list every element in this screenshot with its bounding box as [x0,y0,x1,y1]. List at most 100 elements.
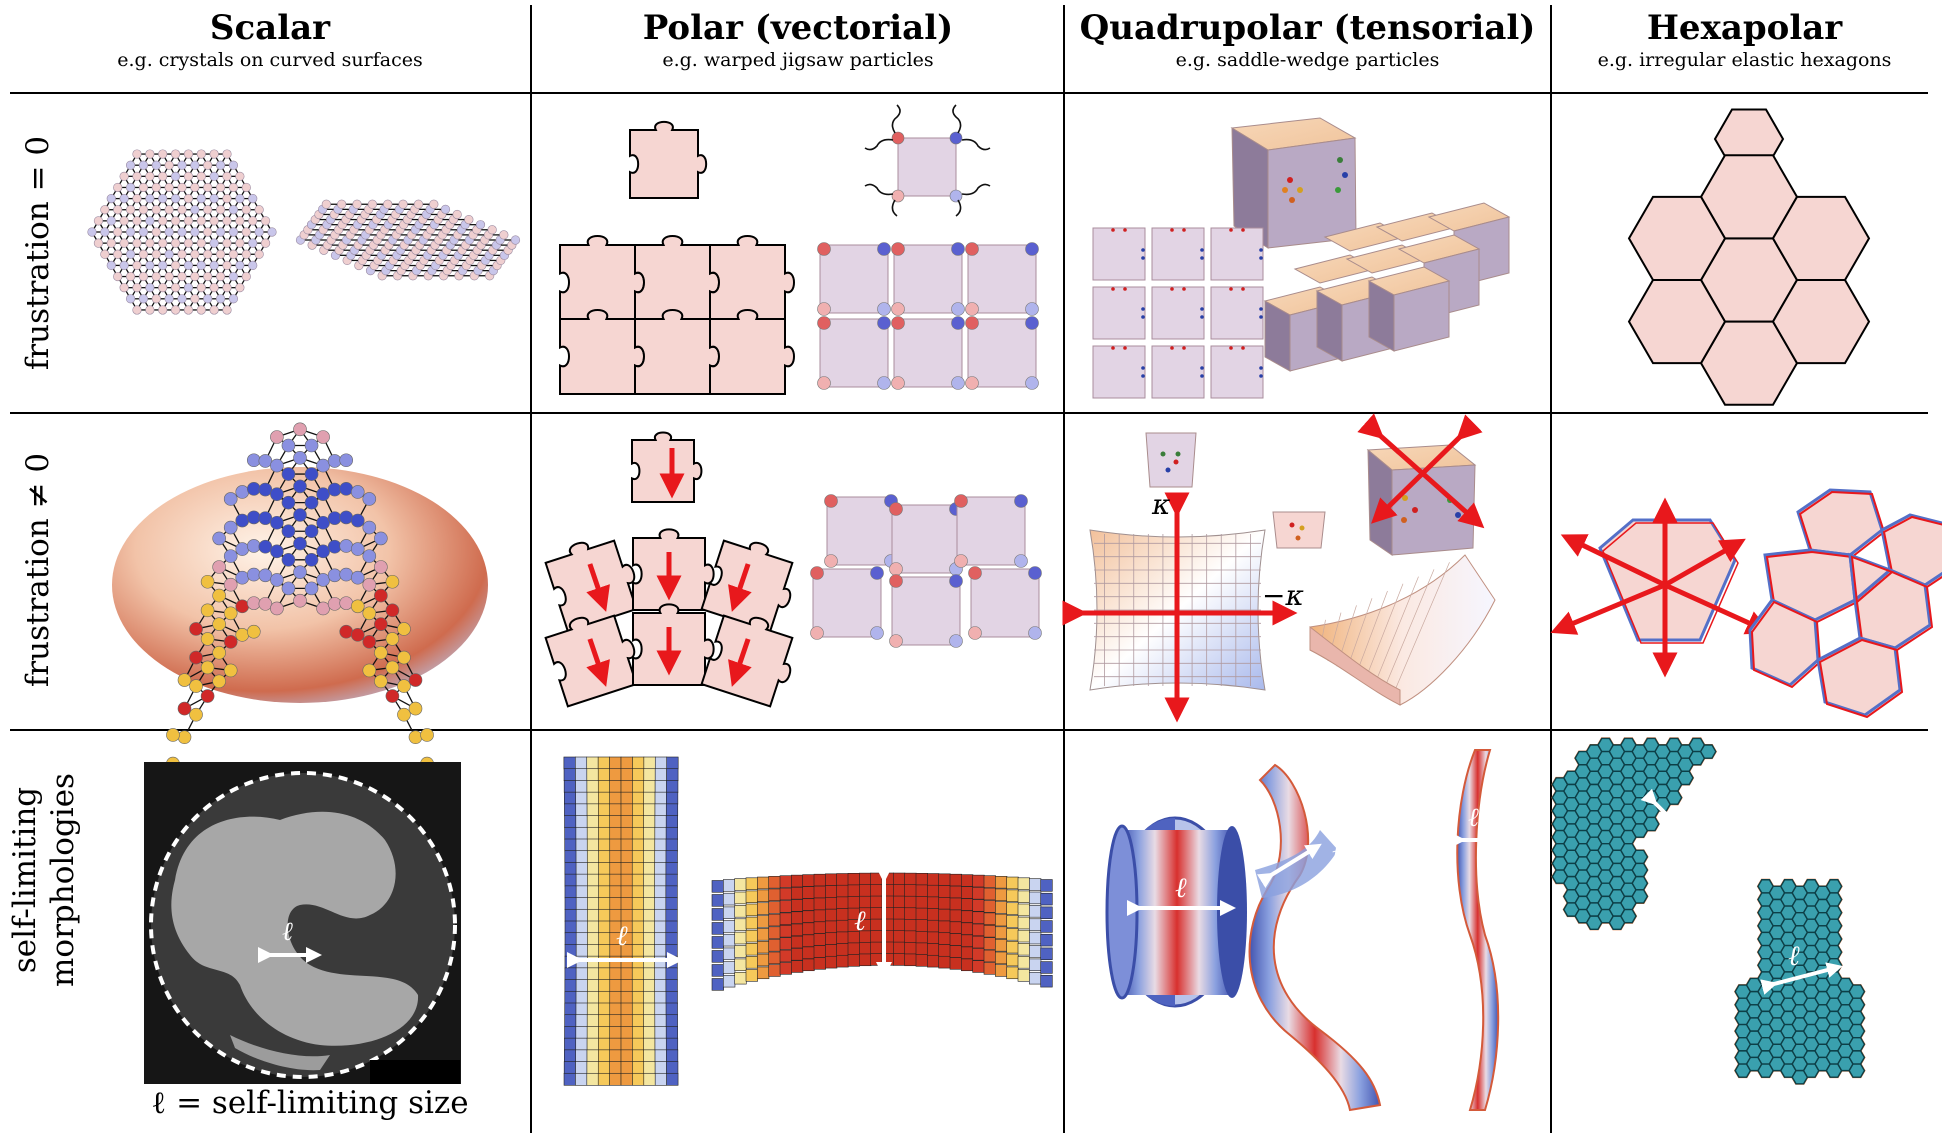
lattice-particle [241,182,251,193]
lattice-particle [222,260,232,271]
hexapolar-frustrated-hexagon [1550,497,1772,678]
ribbon-cell [1017,942,1030,956]
lattice-particle [350,542,365,556]
flat-tile [1092,286,1146,340]
ribbon-cell [904,953,917,967]
lattice-particle [145,283,155,293]
patch-sphere [810,566,824,580]
ribbon-cell [586,1002,600,1016]
ribbon-cell [643,826,656,840]
ribbon-cell [757,902,770,915]
ribbon-cell [757,966,770,980]
ribbon-cell [631,1026,645,1039]
ribbon-cell [597,1072,611,1086]
lattice-particle [203,249,213,259]
ribbon-cell [609,897,622,910]
ribbon-cell [575,885,588,899]
ribbon-cell [666,780,679,793]
ribbon-cell [927,884,940,898]
lattice-particle [270,515,284,530]
lattice-particle [132,193,142,204]
aggregate-hexagon [1848,984,1866,999]
jigsaw-piece [634,235,720,321]
flat-tile [1210,345,1264,399]
ribbon-cell [893,918,906,932]
ribbon-cell [654,873,667,887]
ribbon-cell [564,838,577,852]
ribbon-cell [620,756,633,770]
lattice-particle [316,515,330,530]
ribbon-cell [802,946,815,960]
lattice-particle [339,453,354,468]
patch-sphere [949,574,963,588]
ribbon-cell [745,929,758,943]
ribbon-cell [870,884,883,897]
lattice-particle [241,271,251,282]
ribbon-cell [586,838,600,852]
minus-kappa-label: −κ [1262,579,1304,612]
ribbon-cell [665,815,678,828]
ribbon-cell [563,1072,576,1086]
horizontal-ribbon-heatmap [711,872,1053,991]
ribbon-cell [654,1014,667,1028]
ribbon-cell [631,920,645,934]
ribbon-cell [563,756,576,770]
ribbon-cell [609,815,622,828]
ribbon-cell [575,920,589,934]
lattice-particle [215,205,226,215]
ribbon-cell [723,879,736,892]
ribbon-cell [949,933,962,946]
ribbon-cell [631,826,645,840]
ribbon-cell [791,874,804,888]
ribbon-cell [598,803,611,817]
lattice-particle [125,160,136,170]
patch-sphere [824,554,838,568]
lattice-particle [151,182,161,193]
ribbon-cell [825,897,838,910]
lattice-particle [321,199,331,209]
lattice-particle [209,283,219,293]
ribbon-cell [654,1061,667,1074]
aggregate-hexagon [1848,1063,1866,1078]
aggregate-hexagon [1825,892,1843,907]
ribbon-cell [961,886,974,899]
lattice-particle [203,294,213,304]
ribbon-cell [632,1072,645,1086]
lattice-particle [203,205,213,215]
ribbon-cell [654,885,667,899]
lattice-particle [258,597,273,611]
lattice-particle [177,182,187,193]
ribbon-cell [564,932,577,946]
ribbon-cell [643,873,656,887]
ribbon-cell [597,1061,611,1074]
lattice-particle [235,283,245,293]
ribbon-cell [723,906,736,919]
ribbon-cell [995,876,1008,889]
hexagon-aggregate-lower [1734,878,1866,1085]
lattice-particle [132,260,142,271]
ribbon-cell [575,955,588,969]
ribbon-cell [757,889,770,902]
lattice-particle [304,467,319,481]
ribbon-cell [654,780,667,793]
lattice-particle [183,260,194,271]
ribbon-cell [915,954,928,967]
lattice-particle [164,205,174,215]
lattice-particle [397,650,411,665]
lattice-particle [258,568,273,583]
lattice-particle [339,596,354,610]
lattice-particle [223,606,238,621]
ribbon-cell [791,911,804,924]
ribbon-cell [631,955,645,969]
ribbon-cell [620,1014,633,1028]
ribbon-cell [643,944,656,957]
lattice-particle [223,492,238,506]
ribbon-cell [598,990,611,1004]
ribbon-cell [597,756,610,770]
ribbon-cell [643,768,656,782]
ribbon-cell [836,908,849,921]
ribbon-cell [859,884,872,897]
ribbon-cell [995,964,1008,977]
ribbon-cell [586,1061,599,1074]
